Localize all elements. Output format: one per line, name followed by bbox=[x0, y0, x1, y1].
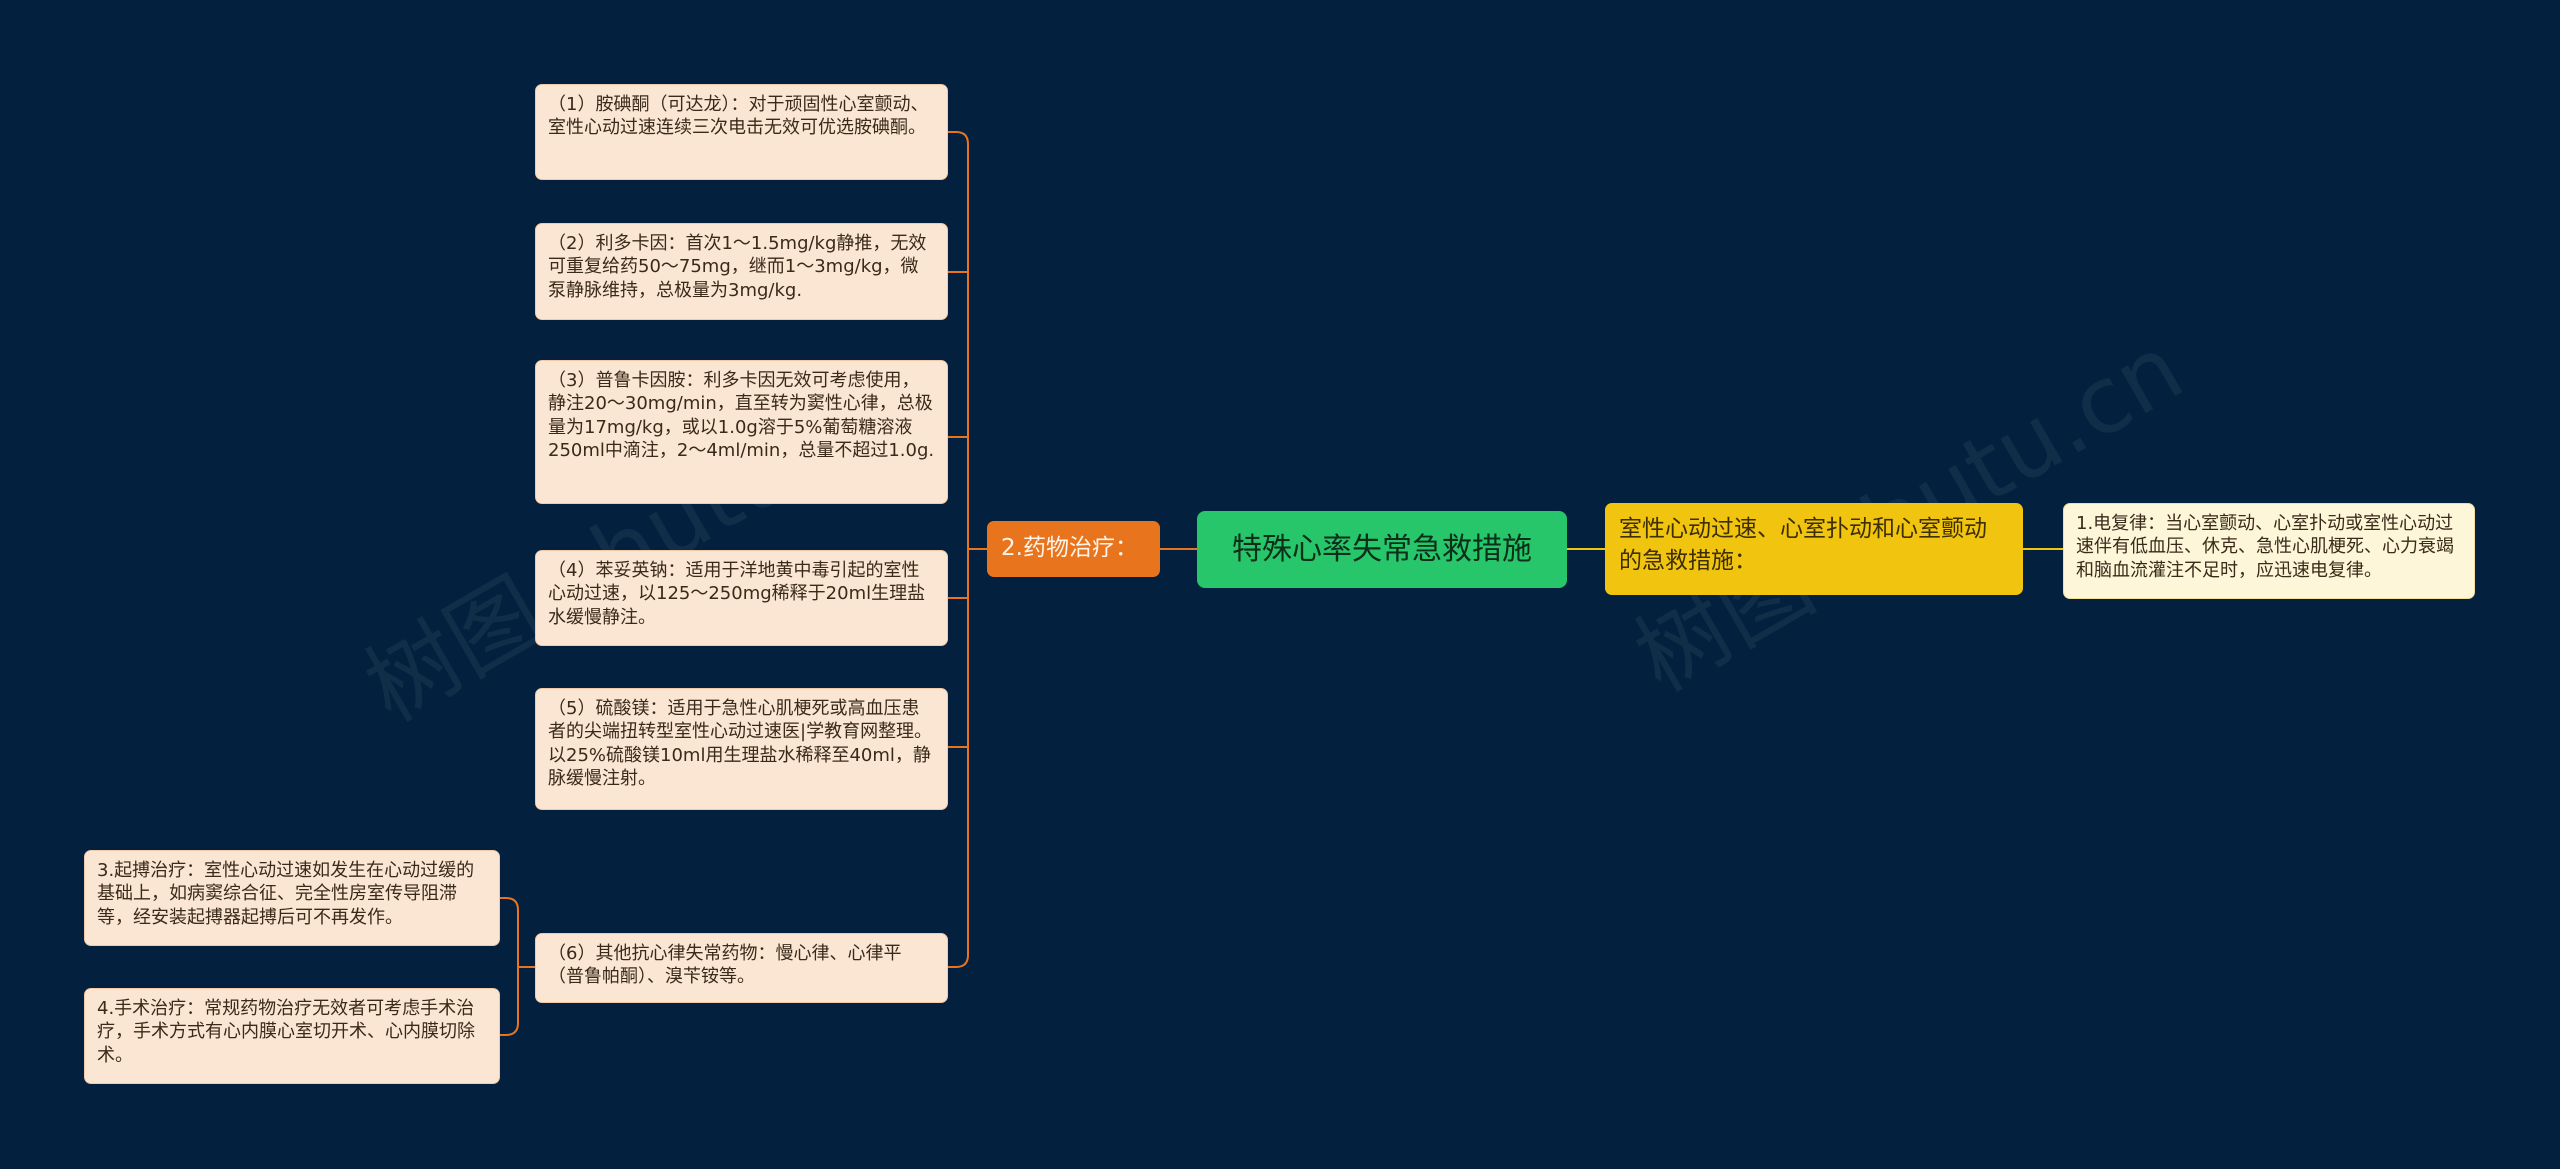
leaf-phenytoin-text: （4）苯妥英钠：适用于洋地黄中毒引起的室性心动过速，以125～250mg稀释于2… bbox=[548, 560, 926, 628]
branch-drug-therapy[interactable]: 2.药物治疗： bbox=[987, 521, 1160, 577]
leaf-surgery-text: 4.手术治疗：常规药物治疗无效者可考虑手术治疗，手术方式有心内膜心室切开术、心内… bbox=[97, 998, 475, 1066]
leaf-surgery[interactable]: 4.手术治疗：常规药物治疗无效者可考虑手术治疗，手术方式有心内膜心室切开术、心内… bbox=[84, 988, 500, 1084]
leaf-amiodarone[interactable]: （1）胺碘酮（可达龙）：对于顽固性心室颤动、室性心动过速连续三次电击无效可优选胺… bbox=[535, 84, 948, 180]
leaf-pacing-text: 3.起搏治疗：室性心动过速如发生在心动过缓的基础上，如病窦综合征、完全性房室传导… bbox=[97, 860, 475, 928]
leaf-pacing[interactable]: 3.起搏治疗：室性心动过速如发生在心动过缓的基础上，如病窦综合征、完全性房室传导… bbox=[84, 850, 500, 946]
branch-emergency-measures-label: 室性心动过速、心室扑动和心室颤动的急救措施： bbox=[1619, 516, 1987, 575]
leaf-procainamide-text: （3）普鲁卡因胺：利多卡因无效可考虑使用，静注20～30mg/min，直至转为窦… bbox=[548, 370, 935, 462]
leaf-phenytoin[interactable]: （4）苯妥英钠：适用于洋地黄中毒引起的室性心动过速，以125～250mg稀释于2… bbox=[535, 550, 948, 646]
leaf-procainamide[interactable]: （3）普鲁卡因胺：利多卡因无效可考虑使用，静注20～30mg/min，直至转为窦… bbox=[535, 360, 948, 504]
connector-left-spine bbox=[948, 131, 969, 968]
leaf-magnesium-text: （5）硫酸镁：适用于急性心肌梗死或高血压患者的尖端扭转型室性心动过速医|学教育网… bbox=[548, 698, 933, 790]
leaf-other-drugs-text: （6）其他抗心律失常药物：慢心律、心律平（普鲁帕酮）、溴苄铵等。 bbox=[548, 943, 902, 988]
leaf-lidocaine-text: （2）利多卡因：首次1～1.5mg/kg静推，无效可重复给药50～75mg，继而… bbox=[548, 233, 927, 301]
leaf-cardioversion-text: 1.电复律：当心室颤动、心室扑动或室性心动过速伴有低血压、休克、急性心肌梗死、心… bbox=[2076, 513, 2454, 581]
branch-emergency-measures[interactable]: 室性心动过速、心室扑动和心室颤动的急救措施： bbox=[1605, 503, 2023, 595]
leaf-cardioversion[interactable]: 1.电复律：当心室颤动、心室扑动或室性心动过速伴有低血压、休克、急性心肌梗死、心… bbox=[2063, 503, 2475, 599]
leaf-magnesium[interactable]: （5）硫酸镁：适用于急性心肌梗死或高血压患者的尖端扭转型室性心动过速医|学教育网… bbox=[535, 688, 948, 810]
leaf-lidocaine[interactable]: （2）利多卡因：首次1～1.5mg/kg静推，无效可重复给药50～75mg，继而… bbox=[535, 223, 948, 320]
leaf-other-drugs[interactable]: （6）其他抗心律失常药物：慢心律、心律平（普鲁帕酮）、溴苄铵等。 bbox=[535, 933, 948, 1003]
branch-drug-therapy-label: 2.药物治疗： bbox=[1001, 535, 1138, 562]
root-topic-label: 特殊心率失常急救措施 bbox=[1232, 532, 1532, 567]
root-topic[interactable]: 特殊心率失常急救措施 bbox=[1197, 511, 1567, 588]
connector-leaf6-far bbox=[500, 897, 535, 1036]
leaf-amiodarone-text: （1）胺碘酮（可达龙）：对于顽固性心室颤动、室性心动过速连续三次电击无效可优选胺… bbox=[548, 94, 929, 139]
